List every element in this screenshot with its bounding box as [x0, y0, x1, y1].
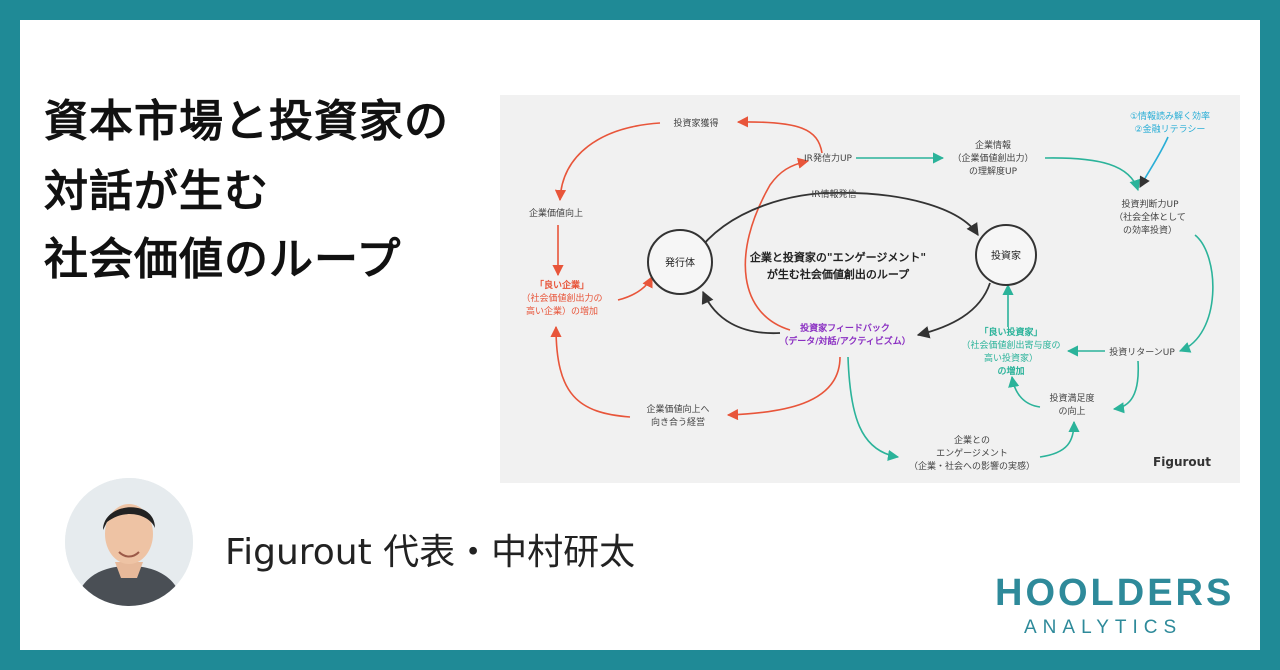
- arrow-feedback-to-issuer: [701, 290, 781, 334]
- corp-info-line-2: （企業価値創出力）: [952, 152, 1033, 164]
- engage-line-2: エンゲージメント: [936, 447, 1008, 459]
- issuer-node: [647, 229, 713, 295]
- arrow-engage-to-satisfaction: [1039, 420, 1080, 458]
- center-title-line-2: が生む社会価値創出のループ: [767, 267, 910, 281]
- arrow-feedback-to-irup: [744, 157, 810, 331]
- good-inv-line-2: （社会価値創出寄与度の: [961, 339, 1060, 351]
- feedback-line-2: （データ/対話/アクティビズム）: [779, 335, 911, 347]
- brand-logo-sub: ANALYTICS: [1024, 617, 1183, 638]
- arrow-efficiency-to-judgment: [1139, 136, 1169, 188]
- good-inv-line-1: 「良い投資家」: [979, 326, 1042, 338]
- value-up-label: 企業価値向上: [529, 207, 583, 219]
- engage-line-3: （企業・社会への影響の実感）: [909, 460, 1035, 472]
- return-up-label: 投資リターンUP: [1109, 346, 1175, 358]
- arrow-feedback-to-management: [726, 356, 841, 421]
- good-corp-line-2: （社会価値創出力の: [521, 292, 602, 304]
- ir-up-label: IR発信力UP: [804, 152, 852, 164]
- corp-info-line-3: の理解度UP: [969, 165, 1018, 177]
- center-title-line-1: 企業と投資家の"エンゲージメント": [749, 250, 926, 264]
- loop-diagram-svg: 発行体 投資家 企業と投資家の"エンゲージメント" が生む社会価値創出のループ …: [521, 110, 1214, 472]
- good-corp-line-3: 高い企業）の増加: [526, 305, 598, 317]
- arrow-judgment-to-return: [1178, 234, 1214, 353]
- feedback-line-1: 投資家フィードバック: [800, 322, 890, 334]
- issuer-label: 発行体: [665, 256, 695, 269]
- ir-send-label: IR情報発信: [812, 188, 857, 200]
- figurout-watermark: Figurout: [1153, 455, 1211, 469]
- person-icon: [65, 478, 193, 606]
- arrow-satisfaction-to-goodinv: [1008, 375, 1041, 408]
- arrow-corpinfo-to-judgment: [1044, 157, 1141, 192]
- arrow-issuer-to-investor: [694, 191, 979, 256]
- page-title-line-3: 社会価値のループ: [44, 234, 402, 285]
- judgment-line-3: の効率投資）: [1123, 224, 1177, 236]
- good-inv-line-4: の増加: [997, 365, 1024, 377]
- arrow-return-to-satisfaction: [1112, 360, 1140, 414]
- arrow-ir-to-acquire: [736, 116, 823, 154]
- loop-diagram: 発行体 投資家 企業と投資家の"エンゲージメント" が生む社会価値創出のループ …: [500, 95, 1240, 483]
- good-inv-line-3: 高い投資家）: [984, 352, 1038, 364]
- satisfaction-line-1: 投資満足度: [1049, 392, 1094, 404]
- engage-line-1: 企業との: [954, 434, 990, 446]
- page-title-line-2: 対話が生む: [44, 166, 269, 217]
- arrow-goodcorp-to-issuer: [617, 275, 653, 301]
- author-byline: Figurout 代表・中村研太: [225, 532, 636, 573]
- arrow-feedback-to-engage: [847, 356, 900, 461]
- management-line-2: 向き合う経営: [651, 416, 705, 428]
- corp-info-line-1: 企業情報: [975, 139, 1011, 151]
- brand-logo: HOOLDERS: [995, 572, 1235, 614]
- investor-node: [975, 224, 1037, 286]
- investor-label: 投資家: [991, 249, 1021, 262]
- investor-acquire-label: 投資家獲得: [673, 117, 718, 129]
- satisfaction-line-2: の向上: [1058, 405, 1085, 417]
- good-corp-line-1: 「良い企業」: [535, 279, 589, 291]
- page-title-line-1: 資本市場と投資家の: [44, 96, 449, 147]
- arrow-management-to-goodcorp: [550, 325, 631, 418]
- arrow-acquire-to-value: [554, 122, 661, 202]
- efficiency-line-2: ②金融リテラシー: [1135, 123, 1206, 135]
- management-line-1: 企業価値向上へ: [646, 403, 709, 415]
- arrow-investor-to-feedback: [916, 282, 991, 339]
- judgment-line-1: 投資判断力UP: [1121, 198, 1179, 210]
- avatar: [65, 478, 193, 606]
- judgment-line-2: （社会全体として: [1114, 211, 1186, 223]
- efficiency-line-1: ①情報読み解く効率: [1130, 110, 1210, 122]
